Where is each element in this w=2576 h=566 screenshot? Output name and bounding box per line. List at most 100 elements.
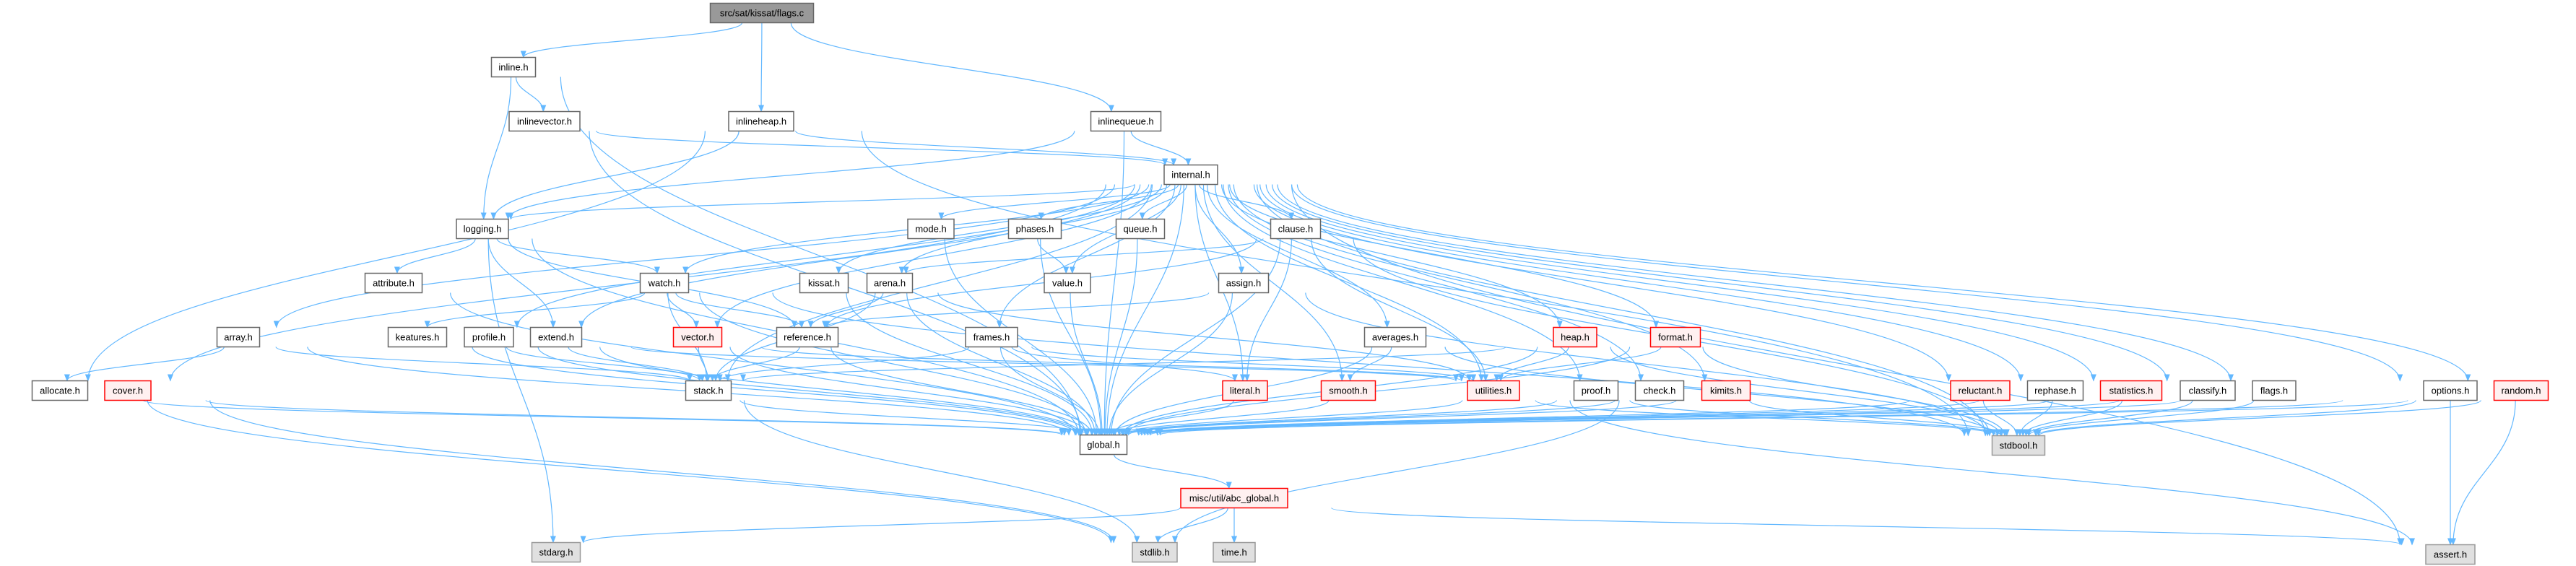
node-proof[interactable]: proof.h: [1573, 380, 1619, 401]
node-box[interactable]: [709, 2, 815, 24]
node-box[interactable]: [907, 218, 955, 240]
node-box[interactable]: [1163, 164, 1218, 186]
node-box[interactable]: [1950, 380, 2011, 401]
node-reference[interactable]: reference.h: [776, 326, 839, 348]
node-box[interactable]: [1044, 272, 1091, 294]
node-box[interactable]: [2252, 380, 2297, 401]
node-global[interactable]: global.h: [1079, 434, 1128, 456]
node-allocate[interactable]: allocate.h: [31, 380, 89, 401]
node-profile[interactable]: profile.h: [464, 326, 514, 348]
node-box[interactable]: [2425, 544, 2476, 565]
node-internal[interactable]: internal.h: [1163, 164, 1218, 186]
node-arena[interactable]: arena.h: [866, 272, 914, 294]
node-box[interactable]: [2099, 380, 2163, 401]
node-stack[interactable]: stack.h: [685, 380, 732, 401]
node-box[interactable]: [508, 110, 581, 132]
node-box[interactable]: [1079, 434, 1128, 456]
node-box[interactable]: [1180, 487, 1288, 509]
node-inline[interactable]: inline.h: [490, 56, 537, 78]
node-box[interactable]: [529, 326, 583, 348]
node-box[interactable]: [216, 326, 261, 348]
node-box[interactable]: [1007, 218, 1062, 240]
node-box[interactable]: [1270, 218, 1322, 240]
node-stdlib[interactable]: stdlib.h: [1132, 541, 1178, 563]
node-box[interactable]: [799, 272, 849, 294]
node-array[interactable]: array.h: [216, 326, 261, 348]
node-box[interactable]: [1467, 380, 1520, 401]
node-extend[interactable]: extend.h: [529, 326, 583, 348]
node-random[interactable]: random.h: [2493, 380, 2549, 401]
node-clause[interactable]: clause.h: [1270, 218, 1322, 240]
node-mode[interactable]: mode.h: [907, 218, 955, 240]
node-format[interactable]: format.h: [1649, 326, 1701, 348]
node-assert[interactable]: assert.h: [2425, 544, 2476, 565]
node-box[interactable]: [1701, 380, 1751, 401]
node-flags-c[interactable]: src/sat/kissat/flags.c: [709, 2, 815, 24]
node-box[interactable]: [1320, 380, 1376, 401]
node-box[interactable]: [672, 326, 723, 348]
node-box[interactable]: [464, 326, 514, 348]
node-box[interactable]: [685, 380, 732, 401]
node-box[interactable]: [1649, 326, 1701, 348]
node-time[interactable]: time.h: [1213, 541, 1256, 563]
node-options[interactable]: options.h: [2423, 380, 2478, 401]
node-utilities[interactable]: utilities.h: [1467, 380, 1520, 401]
node-box[interactable]: [1363, 326, 1427, 348]
node-box[interactable]: [2180, 380, 2236, 401]
node-box[interactable]: [1222, 380, 1268, 401]
node-heap[interactable]: heap.h: [1553, 326, 1597, 348]
node-averages[interactable]: averages.h: [1363, 326, 1427, 348]
node-cover[interactable]: cover.h: [104, 380, 152, 401]
node-reluctant[interactable]: reluctant.h: [1950, 380, 2011, 401]
node-flags-h[interactable]: flags.h: [2252, 380, 2297, 401]
node-inlinevector[interactable]: inlinevector.h: [508, 110, 581, 132]
node-box[interactable]: [1553, 326, 1597, 348]
node-queue[interactable]: queue.h: [1115, 218, 1166, 240]
node-statistics[interactable]: statistics.h: [2099, 380, 2163, 401]
node-check[interactable]: check.h: [1634, 380, 1685, 401]
node-box[interactable]: [1213, 541, 1256, 563]
node-box[interactable]: [387, 326, 448, 348]
node-phases[interactable]: phases.h: [1007, 218, 1062, 240]
node-attribute[interactable]: attribute.h: [364, 272, 423, 294]
node-box[interactable]: [1991, 435, 2046, 456]
node-box[interactable]: [31, 380, 89, 401]
node-kissat[interactable]: kissat.h: [799, 272, 849, 294]
node-frames[interactable]: frames.h: [965, 326, 1018, 348]
node-box[interactable]: [1132, 541, 1178, 563]
node-box[interactable]: [2423, 380, 2478, 401]
node-box[interactable]: [364, 272, 423, 294]
node-box[interactable]: [1634, 380, 1685, 401]
node-box[interactable]: [965, 326, 1018, 348]
node-box[interactable]: [776, 326, 839, 348]
node-vector[interactable]: vector.h: [672, 326, 723, 348]
node-assign[interactable]: assign.h: [1218, 272, 1270, 294]
node-logging[interactable]: logging.h: [456, 218, 509, 240]
node-box[interactable]: [866, 272, 914, 294]
node-inlinequeue[interactable]: inlinequeue.h: [1090, 110, 1162, 132]
node-box[interactable]: [639, 272, 690, 294]
node-box[interactable]: [1090, 110, 1162, 132]
node-box[interactable]: [1573, 380, 1619, 401]
node-box[interactable]: [728, 110, 794, 132]
node-rephase[interactable]: rephase.h: [2026, 380, 2084, 401]
node-value[interactable]: value.h: [1044, 272, 1091, 294]
node-stdbool[interactable]: stdbool.h: [1991, 435, 2046, 456]
node-box[interactable]: [1115, 218, 1166, 240]
node-box[interactable]: [104, 380, 152, 401]
node-box[interactable]: [490, 56, 537, 78]
node-watch[interactable]: watch.h: [639, 272, 690, 294]
node-box[interactable]: [1218, 272, 1270, 294]
node-classify[interactable]: classify.h: [2180, 380, 2236, 401]
node-box[interactable]: [2026, 380, 2084, 401]
node-inlineheap[interactable]: inlineheap.h: [728, 110, 794, 132]
node-box[interactable]: [531, 541, 581, 563]
node-kimits[interactable]: kimits.h: [1701, 380, 1751, 401]
node-smooth[interactable]: smooth.h: [1320, 380, 1376, 401]
node-keatures[interactable]: keatures.h: [387, 326, 448, 348]
node-box[interactable]: [2493, 380, 2549, 401]
node-literal[interactable]: literal.h: [1222, 380, 1268, 401]
node-abc-global[interactable]: misc/util/abc_global.h: [1180, 487, 1288, 509]
node-box[interactable]: [456, 218, 509, 240]
node-stdarg[interactable]: stdarg.h: [531, 541, 581, 563]
